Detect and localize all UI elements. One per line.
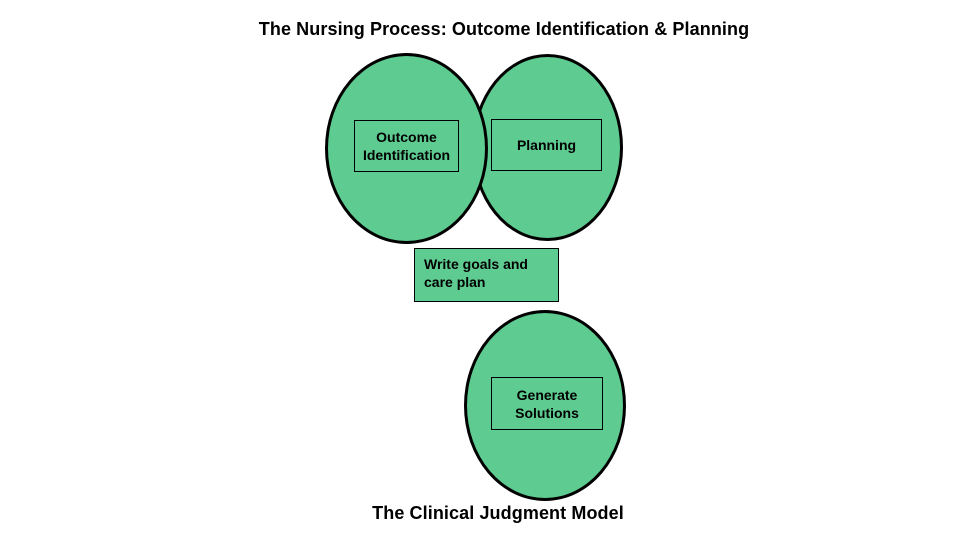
outcome-identification-ellipse xyxy=(325,53,488,244)
outcome-identification-label-line1: Outcome xyxy=(376,129,437,145)
write-goals-label-line2: care plan xyxy=(424,274,486,290)
write-goals-label-line1: Write goals and xyxy=(424,256,528,272)
planning-box: Planning xyxy=(491,119,602,171)
write-goals-box: Write goals and care plan xyxy=(414,248,559,302)
generate-solutions-label-line1: Generate xyxy=(516,386,578,403)
generate-solutions-label-line2: Solutions xyxy=(515,404,579,421)
generate-solutions-box: Generate Solutions xyxy=(491,377,603,430)
outcome-identification-box: Outcome Identification xyxy=(354,120,459,172)
top-title: The Nursing Process: Outcome Identificat… xyxy=(258,19,750,39)
planning-label: Planning xyxy=(516,137,577,153)
bottom-title: The Clinical Judgment Model xyxy=(372,503,624,523)
outcome-identification-label-line2: Identification xyxy=(362,147,451,163)
